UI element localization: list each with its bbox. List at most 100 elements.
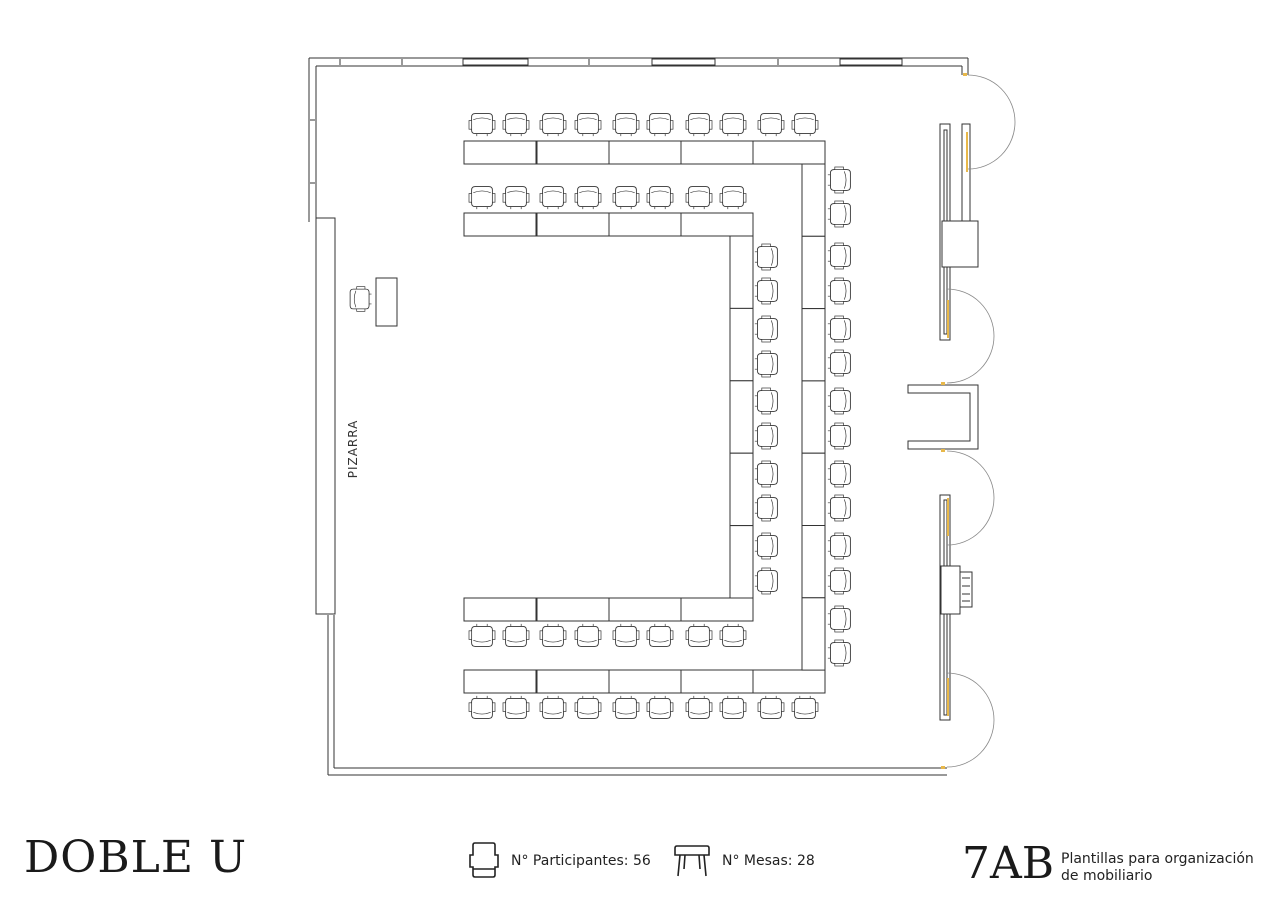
chair [502, 113, 530, 137]
room-walls [308, 57, 969, 776]
chair [757, 113, 785, 137]
chair [754, 494, 778, 522]
participants-label: N° Participantes: [511, 853, 629, 869]
chair [646, 186, 674, 210]
chair [574, 186, 602, 210]
chairs [468, 113, 851, 719]
chair [685, 186, 713, 210]
table [680, 140, 754, 165]
table [752, 140, 826, 165]
chair [468, 623, 496, 647]
chair [685, 695, 713, 719]
table [729, 525, 754, 599]
chair [685, 623, 713, 647]
whiteboard: PIZARRA [315, 217, 360, 615]
table [729, 452, 754, 527]
table [801, 163, 826, 237]
participants-value: 56 [632, 853, 651, 869]
chair [754, 350, 778, 378]
door-jambs [941, 73, 968, 769]
table [608, 140, 682, 165]
tables-label: N° Mesas: [722, 853, 793, 869]
chair [827, 532, 851, 560]
brand-tagline: Plantillas para organización de mobiliar… [1061, 851, 1285, 885]
chair [574, 113, 602, 137]
chair [754, 277, 778, 305]
table [536, 212, 610, 237]
chair [468, 695, 496, 719]
chair [754, 387, 778, 415]
chair [612, 186, 640, 210]
table [536, 140, 610, 165]
table [801, 452, 826, 527]
layout-title: DOBLE U [24, 832, 248, 883]
chair [757, 695, 785, 719]
chair [827, 166, 851, 194]
chair [539, 113, 567, 137]
table [729, 235, 754, 309]
chair [646, 695, 674, 719]
chair [502, 623, 530, 647]
chair [827, 200, 851, 228]
chair [719, 186, 747, 210]
table [536, 597, 610, 622]
chair [754, 422, 778, 450]
chair [612, 623, 640, 647]
chair [827, 605, 851, 633]
chair [685, 113, 713, 137]
chair [827, 422, 851, 450]
tables-stat: N° Mesas: 28 [670, 841, 815, 881]
table [680, 597, 754, 622]
chair [754, 460, 778, 488]
table [680, 669, 754, 694]
brand-logo: 7AB [962, 838, 1055, 889]
chair [754, 315, 778, 343]
table [729, 307, 754, 382]
chair [827, 387, 851, 415]
chair [468, 113, 496, 137]
tables [463, 140, 826, 694]
chair [754, 567, 778, 595]
participants-stat: N° Participantes: 56 [467, 841, 651, 881]
doors [946, 74, 1016, 768]
chair [502, 186, 530, 210]
chair [827, 242, 851, 270]
table [801, 235, 826, 310]
chair [719, 695, 747, 719]
chair [719, 113, 747, 137]
table [801, 308, 826, 382]
table [536, 669, 610, 694]
right-wall-structure [907, 123, 979, 721]
table [608, 669, 682, 694]
chair [539, 186, 567, 210]
chair [827, 639, 851, 667]
chair [646, 113, 674, 137]
brand-tagline-line-1: Plantillas para organización [1061, 851, 1254, 867]
whiteboard-label: PIZARRA [346, 420, 360, 479]
chair [827, 315, 851, 343]
chair [827, 277, 851, 305]
chair [612, 695, 640, 719]
table [801, 380, 826, 454]
chair [539, 695, 567, 719]
chair [612, 113, 640, 137]
table [463, 669, 537, 694]
table [463, 597, 537, 622]
chair [827, 567, 851, 595]
chair [791, 113, 819, 137]
table [752, 669, 826, 694]
chair [502, 695, 530, 719]
table [680, 212, 754, 237]
chair [468, 186, 496, 210]
chair [754, 532, 778, 560]
chair [719, 623, 747, 647]
presenter-desk [349, 277, 398, 327]
table [463, 212, 537, 237]
table [608, 597, 682, 622]
chair [539, 623, 567, 647]
chair [754, 243, 778, 271]
table-icon [674, 845, 710, 877]
chair [827, 460, 851, 488]
chair [646, 623, 674, 647]
